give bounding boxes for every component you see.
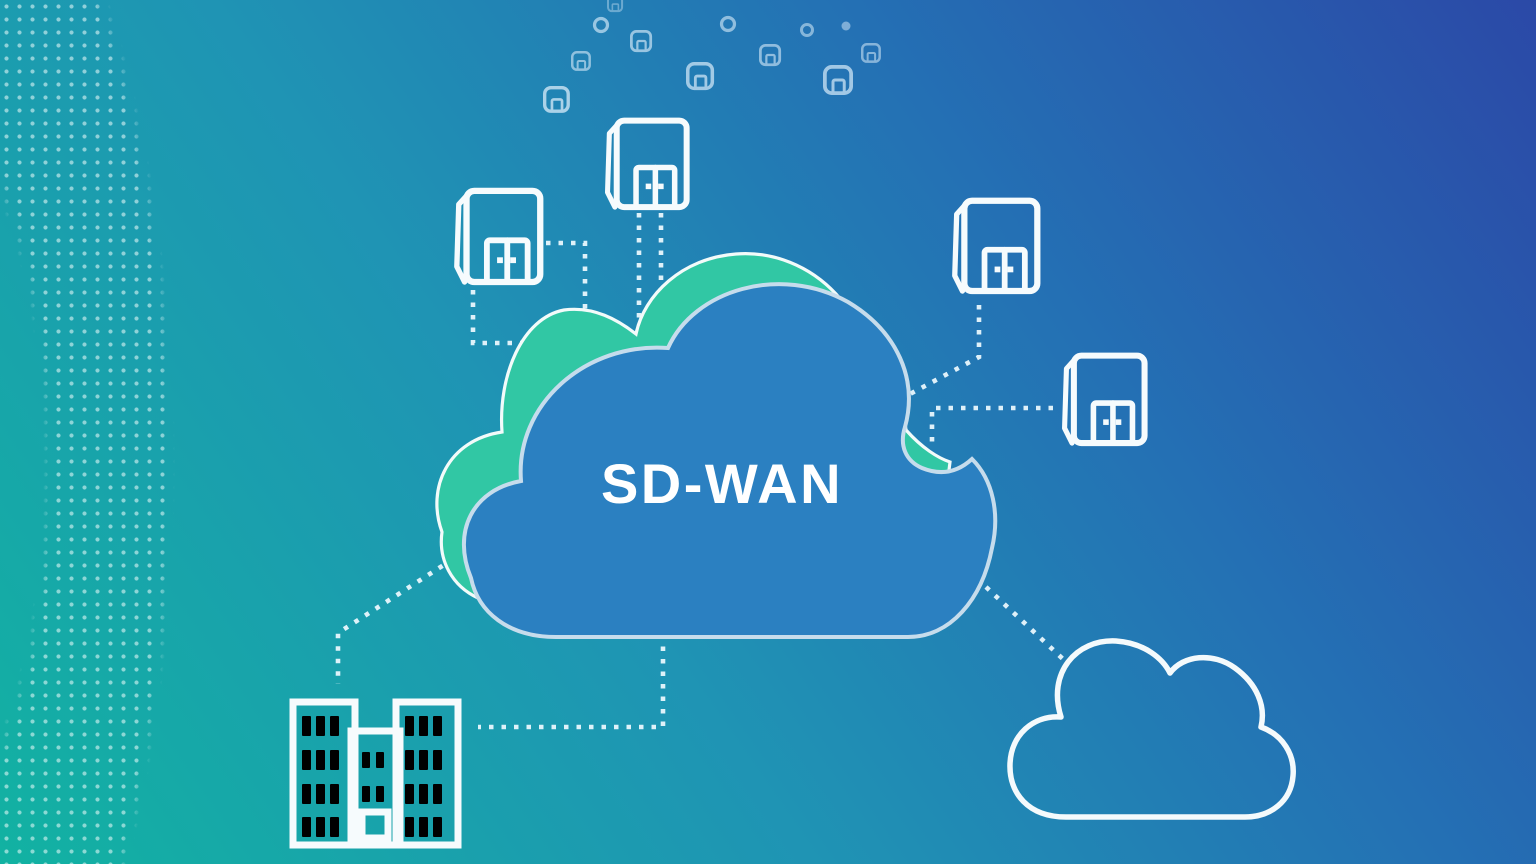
- mini-branch-icon: [759, 44, 782, 67]
- internet-cloud-icon: [1007, 638, 1296, 820]
- branch-office-icon-top: [608, 121, 687, 207]
- mini-branch-icon: [686, 62, 715, 91]
- mini-branch-icon: [542, 86, 570, 113]
- connector-branch-left-side: [546, 240, 588, 316]
- sdwan-label: SD-WAN: [601, 452, 843, 515]
- floating-mini-icons: [542, 0, 881, 113]
- mini-branch-icon: [630, 29, 653, 53]
- hq-door: [358, 808, 392, 842]
- mini-branch-icon: [570, 50, 591, 71]
- floating-dot-icon: [841, 21, 851, 31]
- mini-branch-icon: [607, 0, 624, 13]
- mini-branch-icon: [823, 65, 853, 95]
- floating-ring-icon: [719, 15, 737, 33]
- branch-office-icon-right-upper: [955, 201, 1038, 291]
- hq-right-tower: [392, 698, 462, 849]
- connector-branch-left-bottom: [470, 290, 522, 346]
- connector-cloud-to-hq-elbow: [478, 634, 666, 730]
- branch-office-icon-left: [457, 191, 540, 282]
- hq-building-icon: [289, 698, 462, 849]
- connector-lines: [335, 213, 1066, 730]
- floating-ring-icon: [800, 23, 814, 37]
- floating-ring-icon: [592, 16, 610, 34]
- connector-branch-right-upper: [908, 305, 982, 397]
- halftone-dot-band: [0, 0, 235, 864]
- sdwan-cloud: [461, 282, 998, 639]
- connector-cloud-to-hq-diagonal: [335, 557, 455, 684]
- connector-branch-right-lower: [929, 405, 1053, 442]
- hq-middle-section: [347, 727, 404, 849]
- mini-branch-icon: [860, 42, 881, 63]
- connector-cloud-to-internet: [984, 585, 1066, 662]
- hq-left-tower: [289, 698, 359, 849]
- branch-office-icon-right-lower: [1065, 356, 1145, 443]
